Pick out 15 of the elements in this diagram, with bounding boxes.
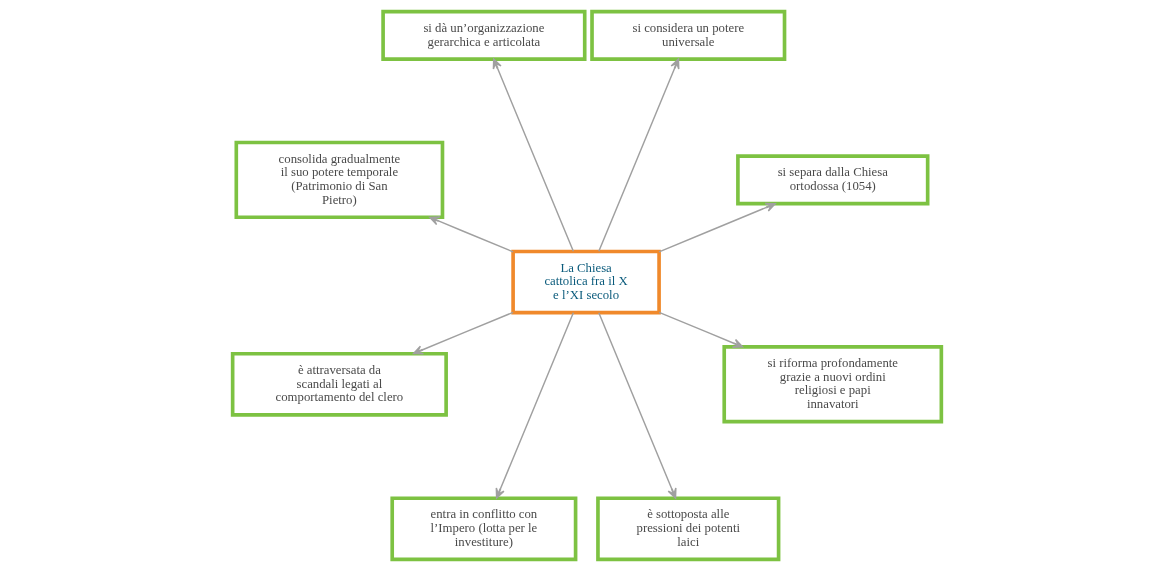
- node-box: è sottoposta alle pressioni dei potenti laici: [596, 496, 781, 562]
- node-box: si separa dalla Chiesa ortodossa (1054): [736, 154, 930, 206]
- node-box: si dà un’organizzazione gerarchica e articolata: [381, 9, 587, 61]
- node-box: entra in conflitto con l’Impero (lotta per le investiture): [390, 496, 578, 562]
- node-box: si considera un potere universale: [590, 9, 787, 61]
- node-box: La Chiesa cattolica fra il X e l’XI secolo: [511, 249, 661, 315]
- arrow: [658, 202, 776, 253]
- arrow: [598, 58, 680, 253]
- arrow: [658, 311, 744, 348]
- arrow: [492, 58, 575, 253]
- node-box: si riforma profondamente grazie a nuovi ordini religiosi e papi innavatori: [722, 345, 944, 424]
- node-box: consolida gradualmente il suo potere temporale (Patrimonio di San Pietro): [234, 140, 445, 220]
- arrow: [428, 216, 514, 253]
- arrow: [412, 311, 514, 355]
- node-box: è attraversata da scandali legati al comportamento del clero: [230, 351, 448, 417]
